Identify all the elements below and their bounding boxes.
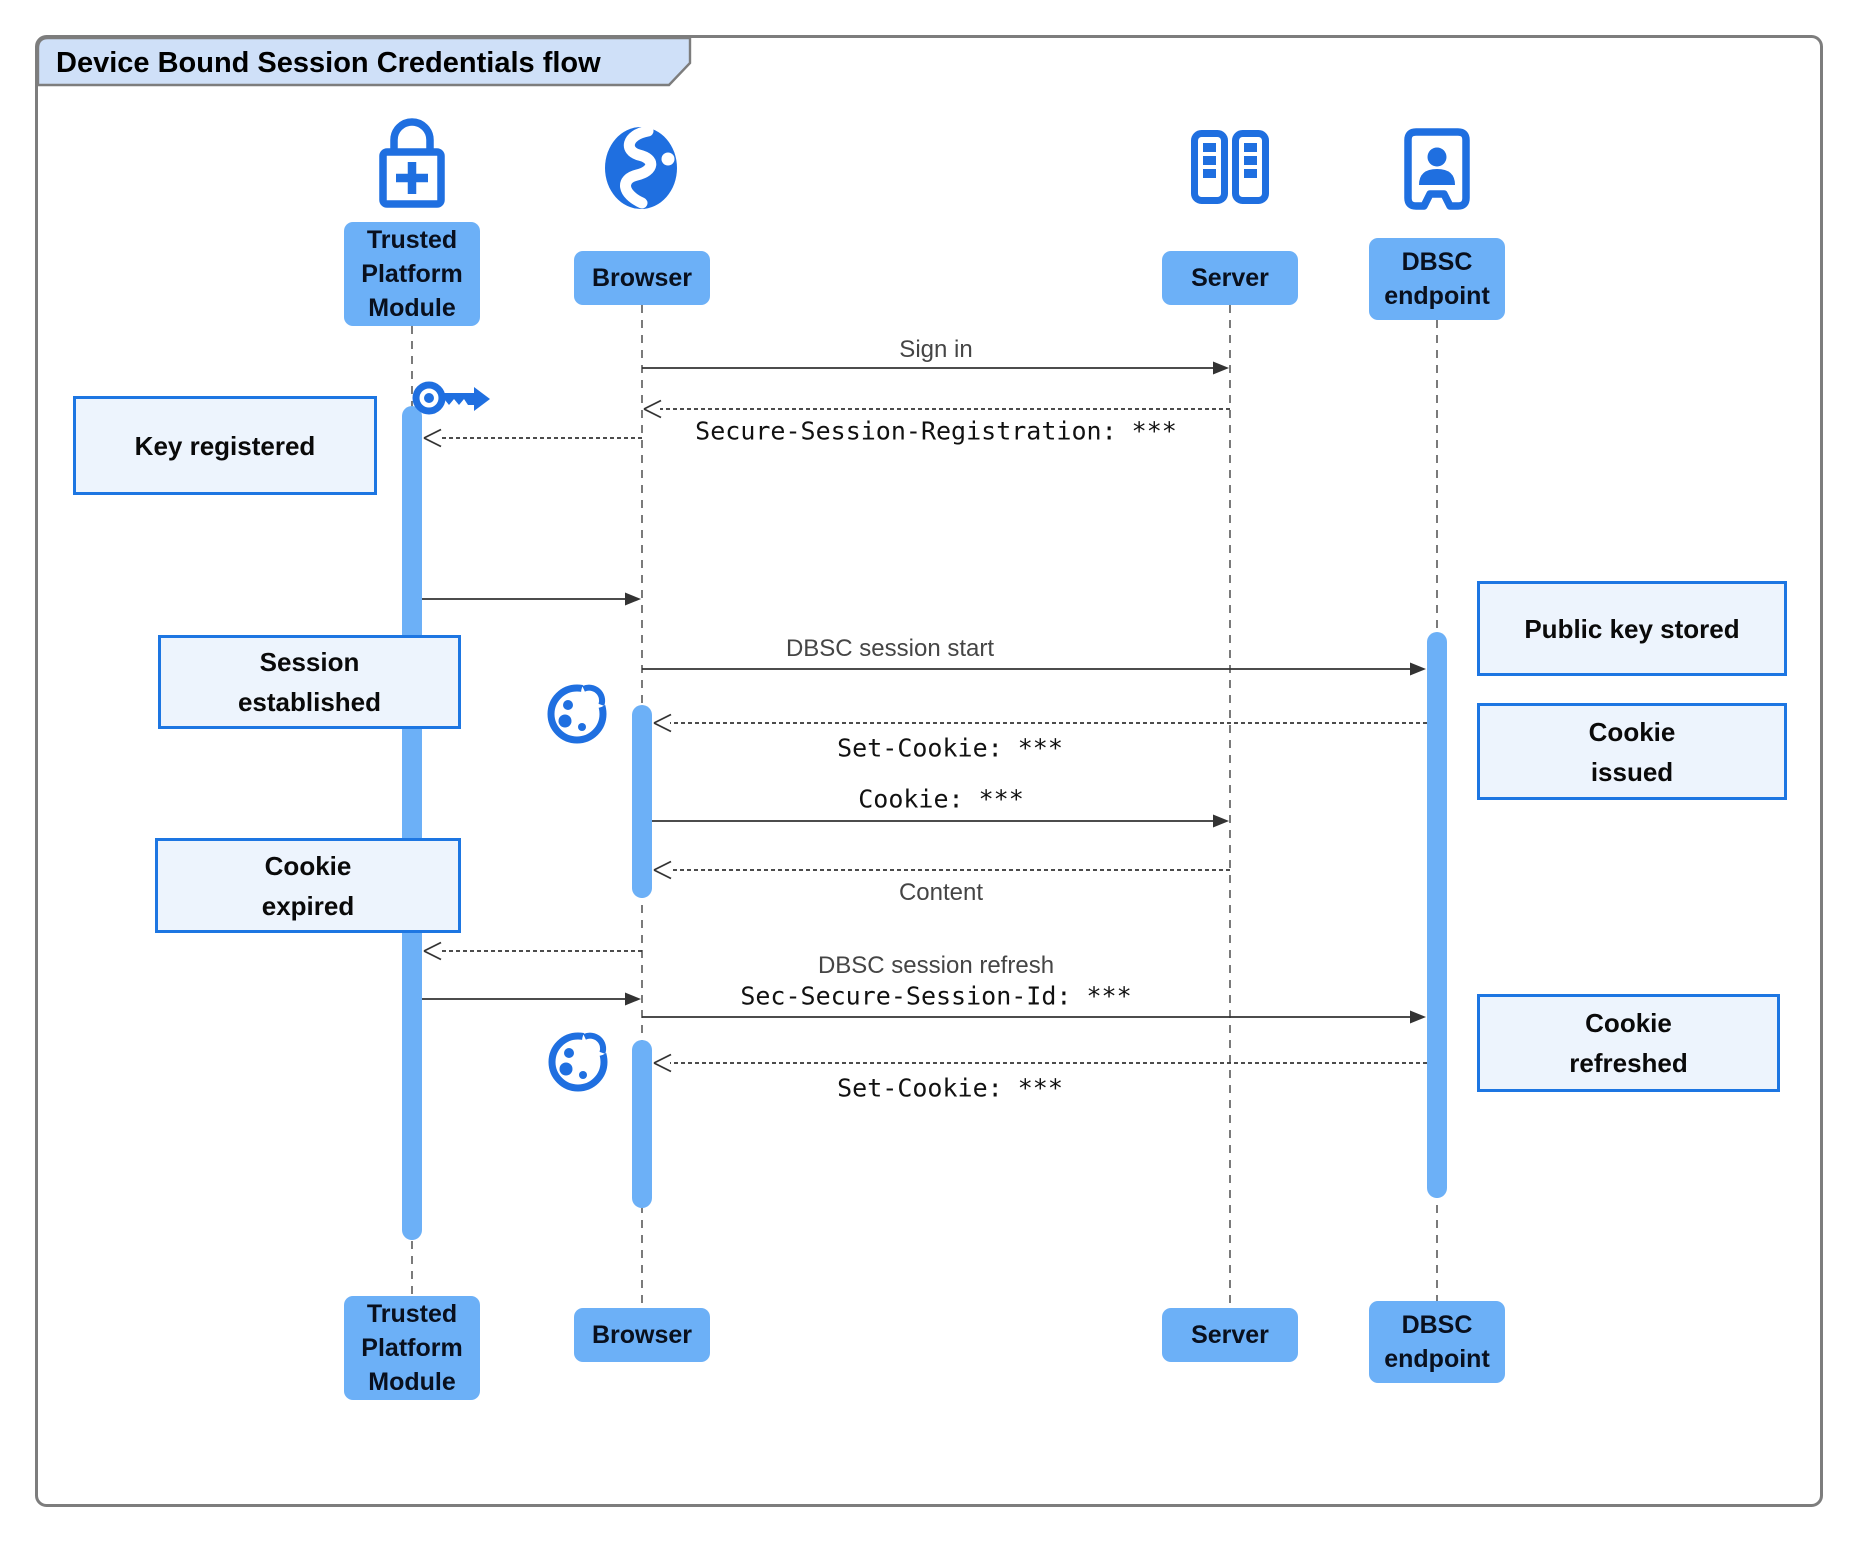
arrowhead <box>1410 1010 1426 1024</box>
note-cookie-expired: Cookie expired <box>155 838 461 933</box>
arrowhead <box>1213 814 1229 828</box>
globe-icon <box>605 125 677 209</box>
cookie-icon <box>548 1026 612 1092</box>
key-icon <box>412 381 490 415</box>
message-arrows <box>422 361 1427 1073</box>
open-arrowhead <box>653 860 672 880</box>
title-tab <box>36 36 692 87</box>
actor-label-tpm-bottom: Trusted Platform Module <box>344 1296 480 1400</box>
actor-label-browser-bottom: Browser <box>574 1308 710 1362</box>
server-rack-icon <box>1191 130 1269 204</box>
open-arrowhead <box>643 399 662 419</box>
open-arrowhead <box>653 713 672 733</box>
message-label-registration: Secure-Session-Registration: *** <box>695 416 1177 446</box>
door-person-icon <box>1404 128 1470 210</box>
note-session-established: Session established <box>158 635 461 729</box>
actor-label-dbsc-bottom: DBSC endpoint <box>1369 1301 1505 1383</box>
activation-tpm <box>402 406 422 1240</box>
note-cookie-refreshed: Cookie refreshed <box>1477 994 1780 1092</box>
cookie-icon <box>547 678 611 744</box>
message-label-content: Content <box>898 879 984 906</box>
activation-browser-1 <box>632 705 652 898</box>
message-label-cookie: Cookie: *** <box>858 784 1024 814</box>
message-label-session-start: DBSC session start <box>785 635 995 662</box>
actor-label-tpm-top: Trusted Platform Module <box>344 222 480 326</box>
note-public-key-stored: Public key stored <box>1477 581 1787 676</box>
actor-label-dbsc-top: DBSC endpoint <box>1369 238 1505 320</box>
arrowhead <box>625 592 641 606</box>
activation-dbsc <box>1427 632 1447 1198</box>
message-label-set-cookie-1: Set-Cookie: *** <box>837 733 1063 763</box>
actor-label-server-bottom: Server <box>1162 1308 1298 1362</box>
message-label-sign-in: Sign in <box>899 336 973 363</box>
message-label-session-refresh: DBSC session refresh <box>817 952 1055 979</box>
open-arrowhead <box>423 941 442 961</box>
note-cookie-issued: Cookie issued <box>1477 703 1787 800</box>
arrowhead <box>625 992 641 1006</box>
lock-plus-icon <box>379 118 445 208</box>
message-label-session-id: Sec-Secure-Session-Id: *** <box>740 981 1132 1011</box>
arrowhead <box>1410 662 1426 676</box>
open-arrowhead <box>653 1053 672 1073</box>
note-key-registered: Key registered <box>73 396 377 495</box>
diagram-title: Device Bound Session Credentials flow <box>56 47 601 79</box>
activation-bars <box>402 406 1447 1240</box>
actor-label-server-top: Server <box>1162 251 1298 305</box>
actor-label-browser-top: Browser <box>574 251 710 305</box>
activation-browser-2 <box>632 1040 652 1208</box>
message-label-set-cookie-2: Set-Cookie: *** <box>837 1073 1063 1103</box>
open-arrowhead <box>423 428 442 448</box>
arrowhead <box>1213 361 1229 375</box>
